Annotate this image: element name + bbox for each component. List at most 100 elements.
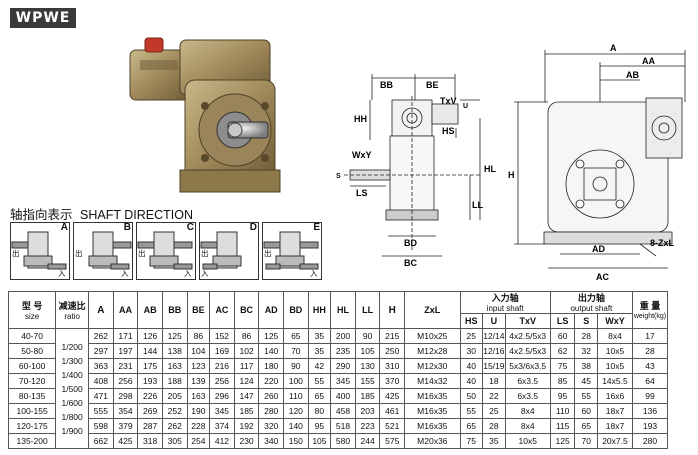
table-cell: M12x28 bbox=[404, 343, 461, 359]
table-cell: 42 bbox=[307, 358, 332, 374]
table-cell: 28 bbox=[482, 418, 506, 434]
direction-a: A 出 入 bbox=[10, 222, 70, 280]
table-cell: 130 bbox=[354, 358, 381, 374]
ratio-value: 1/600 bbox=[61, 397, 83, 408]
table-cell: 193 bbox=[137, 373, 163, 389]
table-cell: 185 bbox=[354, 388, 381, 404]
table-cell: 60 bbox=[574, 403, 599, 419]
table-cell: 598 bbox=[88, 418, 114, 434]
table-cell: 40 bbox=[459, 358, 484, 374]
table-cell: 244 bbox=[354, 433, 381, 449]
header-h: H bbox=[379, 291, 406, 329]
shaft-direction-en: SHAFT DIRECTION bbox=[80, 208, 193, 222]
table-cell: 235 bbox=[330, 343, 356, 359]
table-cell: 136 bbox=[631, 403, 669, 419]
table-cell: 123 bbox=[186, 358, 211, 374]
table-cell: 226 bbox=[137, 388, 163, 404]
table-cell: 256 bbox=[209, 373, 235, 389]
table-cell: 152 bbox=[209, 328, 235, 344]
header-size-cn: 型 号 bbox=[21, 300, 43, 311]
table-cell: 215 bbox=[379, 328, 406, 344]
table-cell: M16x35 bbox=[404, 388, 461, 404]
table-cell: 65 bbox=[307, 388, 332, 404]
table-cell: 471 bbox=[88, 388, 114, 404]
dim-be: BE bbox=[426, 80, 439, 90]
table-cell: 50 bbox=[459, 388, 484, 404]
ratio-value: 1/300 bbox=[61, 355, 83, 366]
table-cell: 99 bbox=[631, 388, 669, 404]
table-cell: 35 bbox=[307, 343, 332, 359]
dim-h: H bbox=[508, 170, 515, 180]
table-cell: 216 bbox=[209, 358, 235, 374]
direction-b-letter: B bbox=[123, 222, 131, 233]
dim-ac: AC bbox=[596, 272, 609, 282]
table-cell: 10x5 bbox=[504, 433, 551, 449]
header-ratio-en: ratio bbox=[64, 311, 80, 321]
cell-size: 120-175 bbox=[7, 418, 57, 434]
table-cell: 150 bbox=[283, 433, 309, 449]
direction-e-letter: E bbox=[313, 222, 320, 233]
table-cell: 231 bbox=[112, 358, 139, 374]
table-cell: M14x32 bbox=[404, 373, 461, 389]
table-cell: 220 bbox=[258, 373, 284, 389]
table-cell: 408 bbox=[88, 373, 114, 389]
table-cell: 105 bbox=[307, 433, 332, 449]
shaft-direction-diagrams: A 出 入 B 出 入 C 出 入 bbox=[10, 222, 322, 286]
table-cell: 95 bbox=[549, 388, 576, 404]
table-cell: 125 bbox=[549, 433, 576, 449]
table-cell: 104 bbox=[186, 343, 211, 359]
dim-zxl: 8-ZxL bbox=[650, 238, 675, 248]
table-cell: 35 bbox=[482, 433, 506, 449]
dim-bb: BB bbox=[380, 80, 393, 90]
header-weight-cn: 重 量 bbox=[639, 300, 661, 311]
direction-c: C 出 入 bbox=[136, 222, 196, 280]
table-cell: 70 bbox=[574, 433, 599, 449]
gearbox-photo bbox=[129, 37, 281, 193]
table-cell: 38 bbox=[574, 358, 599, 374]
shaft-direction-cn: 轴指向表示 bbox=[10, 208, 73, 222]
header-bc: BC bbox=[233, 291, 260, 329]
header-a: A bbox=[88, 291, 114, 329]
table-cell: 80 bbox=[307, 403, 332, 419]
table-cell: 256 bbox=[112, 373, 139, 389]
table-cell: 203 bbox=[354, 403, 381, 419]
header-txv: TxV bbox=[504, 313, 551, 329]
header-input-shaft: 入力轴 input shaft bbox=[459, 291, 551, 314]
table-cell: 86 bbox=[233, 328, 260, 344]
cell-size: 60-100 bbox=[7, 358, 57, 374]
table-cell: 185 bbox=[233, 403, 260, 419]
header-aa: AA bbox=[112, 291, 139, 329]
table-cell: M12x30 bbox=[404, 358, 461, 374]
direction-c-in: 入 bbox=[184, 269, 192, 278]
table-cell: 400 bbox=[330, 388, 356, 404]
table-cell: 110 bbox=[549, 403, 576, 419]
table-cell: 25 bbox=[459, 328, 484, 344]
table-cell: 169 bbox=[209, 343, 235, 359]
table-cell: 140 bbox=[258, 343, 284, 359]
header-hs: HS bbox=[459, 313, 484, 329]
brand-badge: WPWE bbox=[10, 8, 76, 28]
table-cell: 55 bbox=[307, 373, 332, 389]
ratio-value: 1/500 bbox=[61, 383, 83, 394]
direction-c-out: 出 bbox=[138, 249, 146, 258]
table-cell: 100 bbox=[283, 373, 309, 389]
table-cell: 175 bbox=[137, 358, 163, 374]
table-cell: 18x7 bbox=[597, 403, 633, 419]
table-cell: 28 bbox=[574, 328, 599, 344]
table-cell: 269 bbox=[137, 403, 163, 419]
table-cell: 354 bbox=[112, 403, 139, 419]
table-cell: 188 bbox=[161, 373, 188, 389]
table-cell: 14x5.5 bbox=[597, 373, 633, 389]
table-cell: 180 bbox=[258, 358, 284, 374]
table-cell: 171 bbox=[112, 328, 139, 344]
table-cell: 370 bbox=[379, 373, 406, 389]
table-cell: 280 bbox=[631, 433, 669, 449]
table-cell: 64 bbox=[631, 373, 669, 389]
table-cell: 45 bbox=[574, 373, 599, 389]
table-cell: 197 bbox=[112, 343, 139, 359]
table-cell: 296 bbox=[209, 388, 235, 404]
table-cell: 297 bbox=[88, 343, 114, 359]
